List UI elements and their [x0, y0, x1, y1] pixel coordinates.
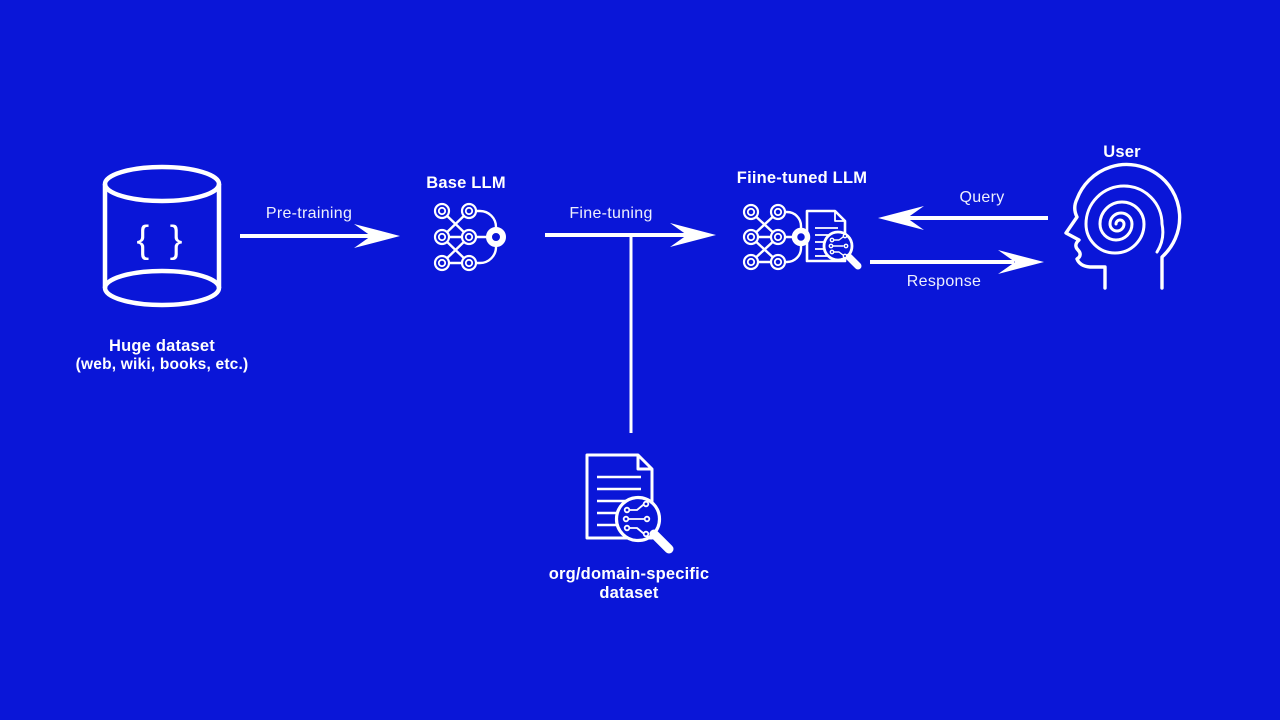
circuit-pattern [622, 500, 651, 538]
org-dataset-line2: dataset [599, 584, 659, 602]
network-node [433, 202, 478, 272]
braces-glyph: { } [137, 219, 188, 261]
arrowhead-right-icon [354, 224, 400, 248]
network-output-node [791, 227, 811, 247]
page-fold-corner [834, 211, 845, 222]
query-arrow [878, 206, 1048, 230]
arrowhead-right-icon [670, 223, 716, 247]
magnifier-icon [822, 230, 862, 270]
network-output-node [486, 227, 506, 247]
base-llm-label: Base LLM [426, 174, 506, 192]
pretraining-arrow [240, 224, 400, 248]
neural-network-icon [433, 202, 506, 272]
network-node [742, 203, 787, 271]
huge-dataset-line2: (web, wiki, books, etc.) [75, 356, 249, 373]
document-magnifier-icon [585, 453, 674, 554]
user-head-spiral-icon [1064, 162, 1182, 290]
response-label: Response [906, 273, 982, 290]
finetuned-llm-label: Fiine-tuned LLM [736, 169, 868, 187]
org-dataset-line1: org/domain-specific [548, 565, 710, 583]
finetuning-arrow [545, 223, 716, 433]
spiral-brain-icon [1084, 184, 1165, 255]
huge-dataset-label: Huge dataset (web, wiki, books, etc.) [76, 337, 249, 374]
org-dataset-label: org/domain-specific dataset [549, 565, 710, 603]
database-cylinder-icon: { } [102, 164, 222, 308]
arrowhead-left-icon [878, 206, 924, 230]
pretraining-label: Pre-training [265, 205, 353, 222]
query-label: Query [959, 189, 1005, 206]
page-fold-corner [636, 455, 652, 471]
circuit-pattern [828, 233, 849, 259]
neural-network-document-magnifier-icon [742, 203, 862, 271]
finetuning-label: Fine-tuning [569, 205, 653, 222]
user-label: User [1103, 143, 1141, 161]
response-arrow [870, 250, 1044, 274]
magnifier-icon [614, 495, 674, 554]
huge-dataset-line1: Huge dataset [108, 337, 215, 355]
arrowhead-right-icon [998, 250, 1044, 274]
